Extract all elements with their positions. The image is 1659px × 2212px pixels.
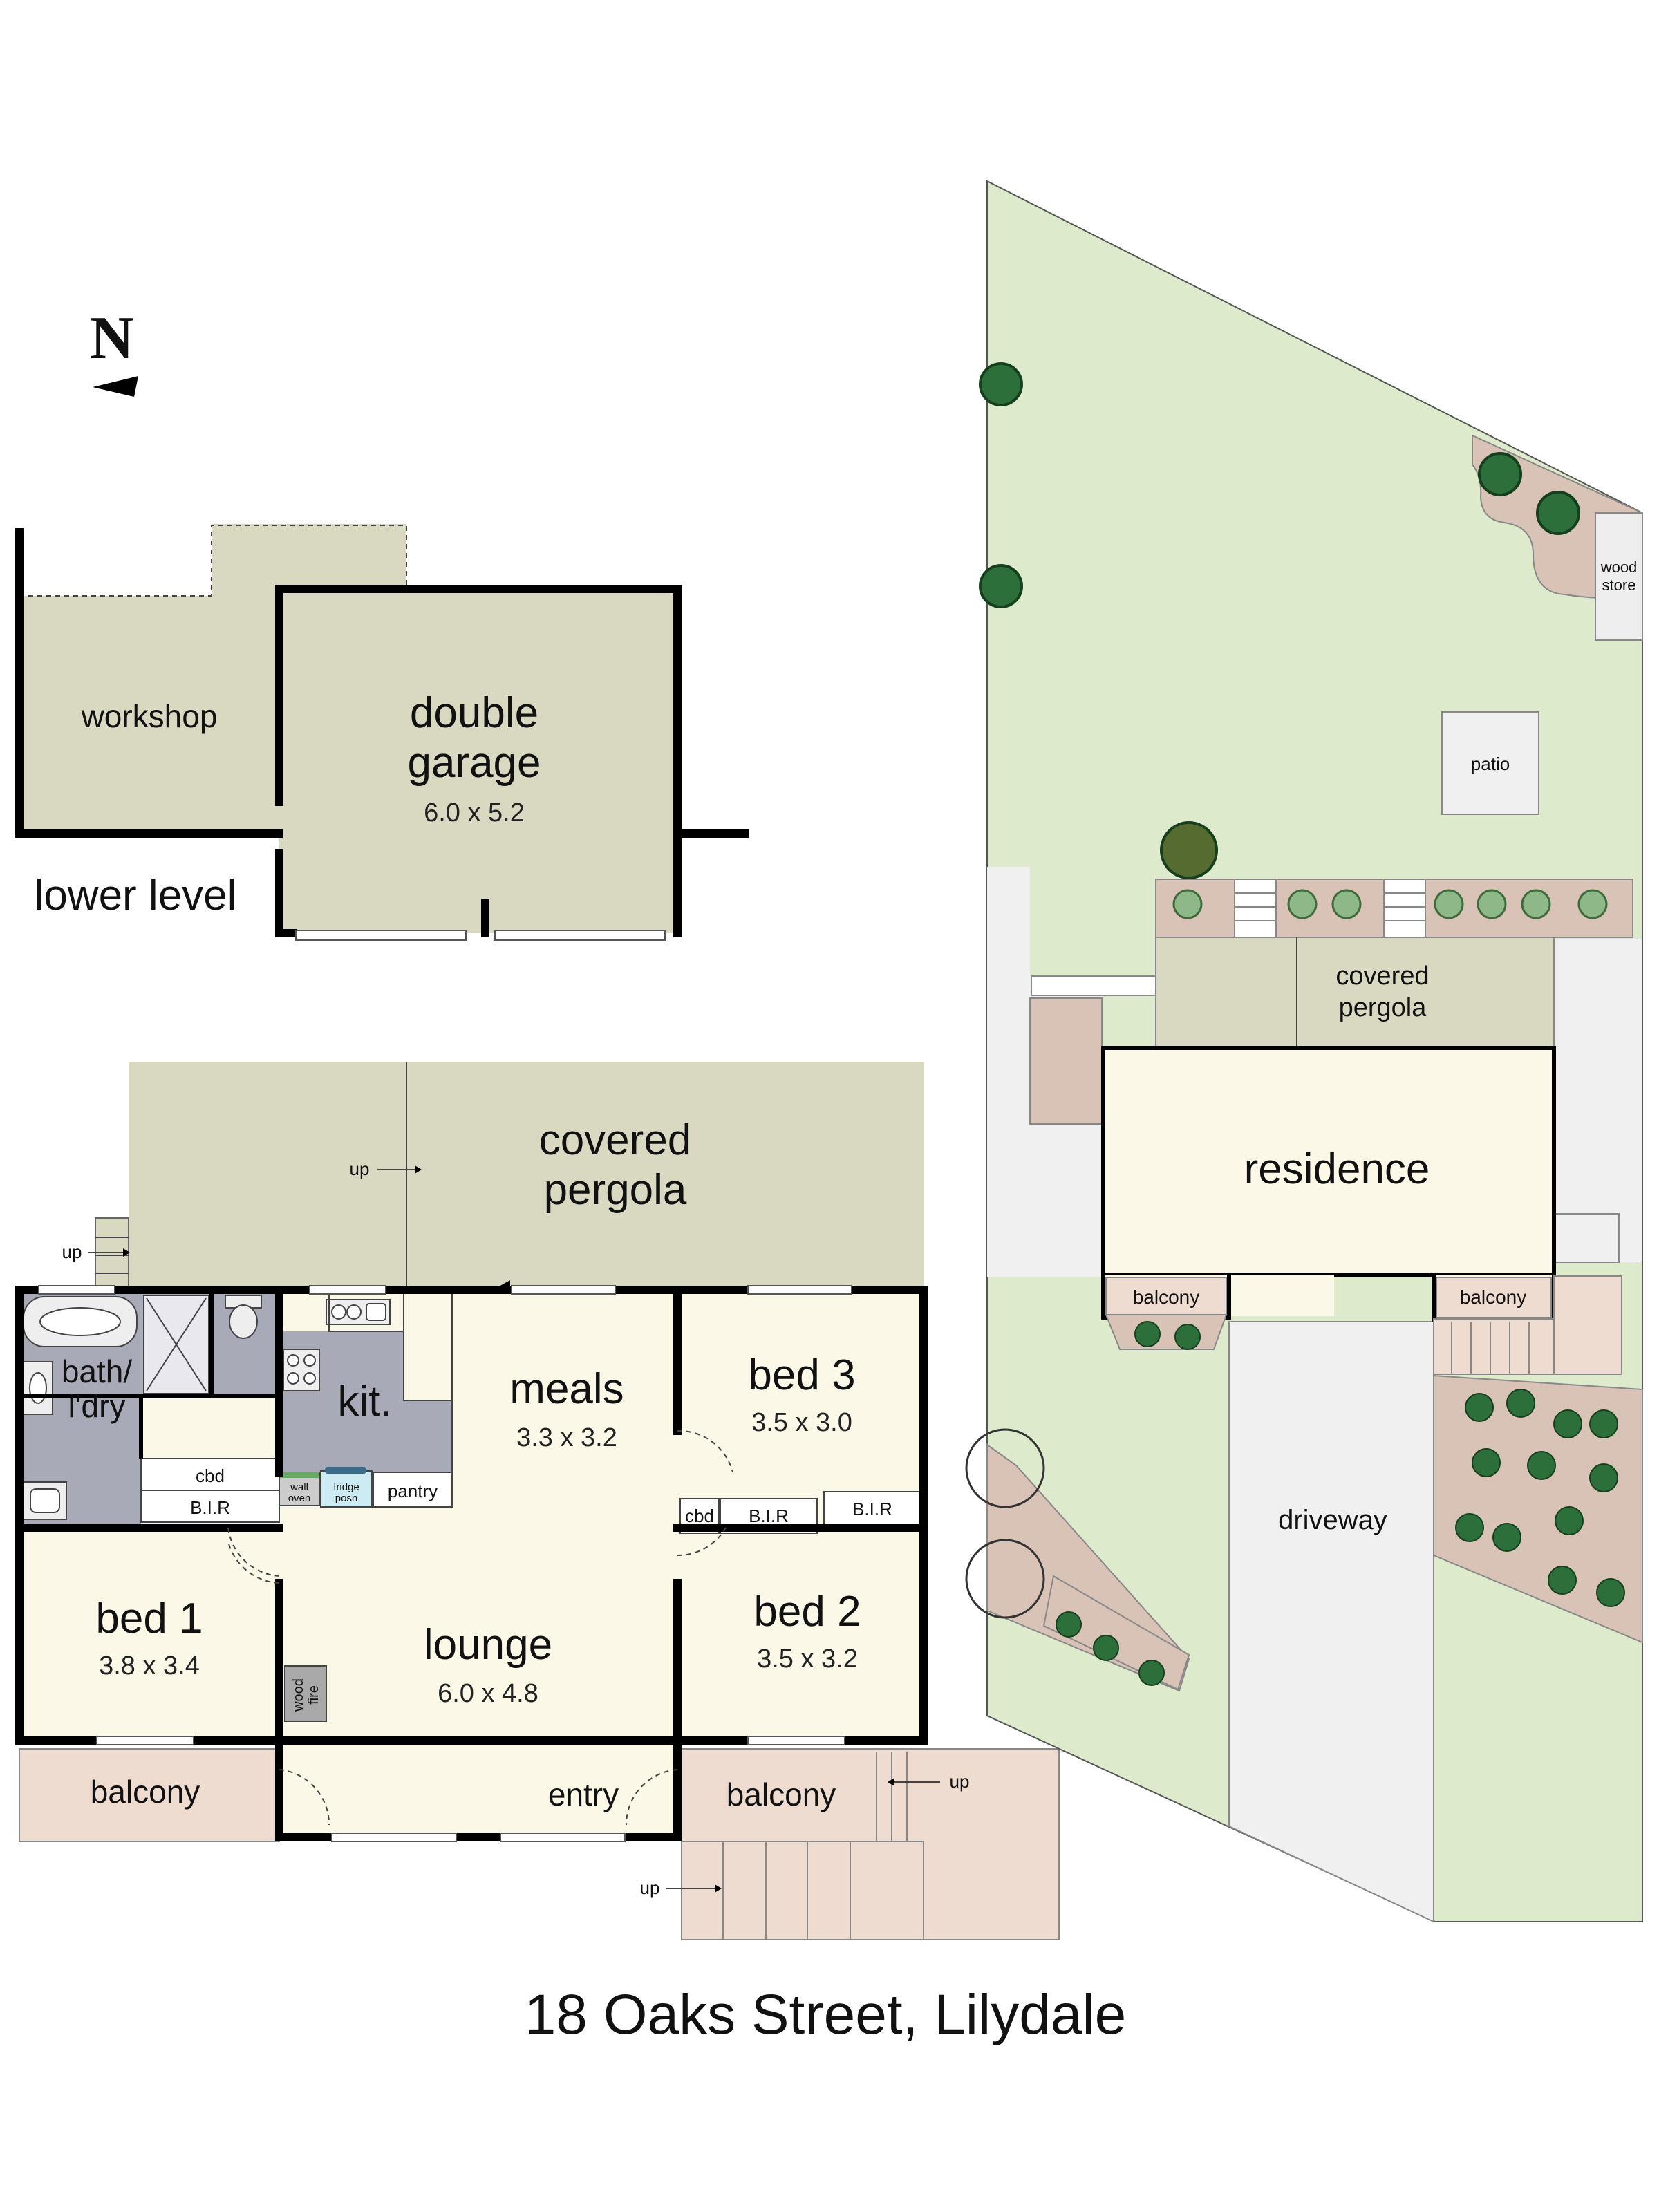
wall-oven-line1: wall [290,1481,308,1493]
residence-label: residence [1244,1145,1430,1193]
plant-icon [1056,1321,1625,1686]
main-floor-plan: wall oven fridge posn pantry cbd B.I.R c… [15,1062,1060,1940]
site-pergola-line2: pergola [1339,993,1427,1022]
pergola-label-line1: covered [539,1116,692,1164]
fridge-line1: fridge [333,1481,359,1493]
kitchen-sink-icon [326,1299,391,1325]
pantry [373,1472,453,1508]
wood-store [1595,512,1643,641]
driveway-label: driveway [1278,1505,1387,1535]
address-title: 18 Oaks Street, Lilydale [525,1983,1127,2046]
bed3-label: bed 3 [748,1351,855,1399]
bed1-dims: 3.8 x 3.4 [99,1651,200,1680]
garage-dims: 6.0 x 5.2 [424,798,525,827]
garage-door-right [494,930,666,941]
bir-label-bed3: B.I.R [852,1499,892,1519]
wood-fire-icon [284,1665,327,1722]
residence [1101,1046,1556,1277]
bir-bed3 [823,1491,921,1527]
laundry-tub-icon [23,1481,67,1520]
shrub-icon [1172,889,1608,919]
tree-outline-icon [965,1428,1045,1619]
up-label-side: up [62,1241,82,1262]
balcony-bed1 [19,1748,280,1842]
garage-label-line2: garage [407,739,541,787]
toilet-icon [225,1295,262,1339]
garage-door-left [295,930,467,941]
garden-bed-right [1433,1374,1643,1644]
workshop-label: workshop [81,698,218,734]
balcony-label-front: balcony [727,1777,836,1812]
wall-oven-line2: oven [288,1492,311,1504]
bir-label-bed1: B.I.R [190,1497,230,1518]
up-label-pergola: up [350,1159,370,1179]
meals-label: meals [509,1365,624,1413]
lower-level-title: lower level [35,872,237,919]
cbd-label-bath: cbd [196,1465,225,1486]
lower-level-plan: workshop double garage 6.0 x 5.2 lower l… [15,524,749,941]
wood-fire-line1: wood [291,1678,306,1712]
bed2-label: bed 2 [753,1588,861,1635]
up-label-front: up [640,1877,660,1898]
up-arrow-icon: up up up up [62,1159,970,1898]
bed1-label: bed 1 [95,1595,203,1642]
garage-label-line1: double [410,689,538,737]
pergola-label-line2: pergola [544,1166,687,1214]
tree-icon [979,362,1580,879]
pantry-label: pantry [388,1481,438,1501]
site-balcony-left: balcony [1133,1286,1200,1308]
patio-label: patio [1471,753,1510,774]
pergola-area [129,1062,924,1290]
bath-label-line1: bath/ [62,1353,133,1389]
basin-icon [23,1361,53,1415]
driveway-area [1228,1321,1434,1923]
bath-label-line2: l'dry [68,1388,126,1424]
site-pergola [1155,937,1555,1049]
wood-fire-line2: fire [306,1685,321,1705]
site-balcony-right: balcony [1460,1286,1527,1308]
bed3-dims: 3.5 x 3.0 [751,1408,852,1437]
site-pergola-line1: covered [1335,962,1429,991]
cbd-label-bed2: cbd [685,1506,714,1526]
lounge-dims: 6.0 x 4.8 [438,1679,538,1708]
fridge-line2: posn [335,1492,358,1504]
front-steps [681,1841,924,1940]
wood-store-line2: store [1602,577,1636,594]
lounge-label: lounge [424,1621,552,1669]
fridge-position [320,1470,373,1508]
bir-bed1 [140,1490,280,1523]
north-arrow-icon: N [90,305,138,397]
site-plan: wood store patio covered pergola residen… [965,180,1643,1923]
bir-label-bed2: B.I.R [749,1506,789,1526]
balcony-label-bed1: balcony [91,1774,200,1810]
bed2-dims: 3.5 x 3.2 [757,1644,858,1674]
meals-dims: 3.3 x 3.2 [516,1423,617,1452]
up-label-balcony: up [950,1771,970,1792]
entry-label: entry [548,1777,619,1812]
patio [1441,711,1539,815]
north-label: N [90,305,134,372]
wood-store-line1: wood [1600,559,1638,576]
cooktop-icon [283,1349,320,1391]
kitchen-label: kit. [337,1378,392,1425]
